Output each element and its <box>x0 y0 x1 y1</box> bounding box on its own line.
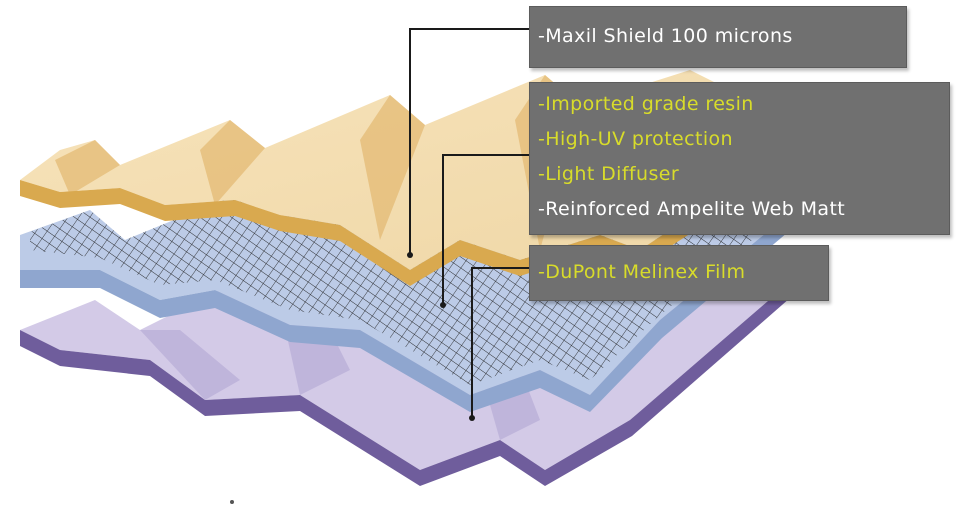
label-line-uv: -High-UV protection <box>538 128 733 150</box>
shield-layer-ridge-3 <box>360 95 425 240</box>
leader-shield <box>409 28 529 255</box>
leader-shield-dot <box>407 252 413 258</box>
resin-layer-edge <box>20 205 800 412</box>
leader-film <box>471 267 529 418</box>
label-line-web-matt: -Reinforced Ampelite Web Matt <box>538 198 846 220</box>
shield-layer-edge <box>20 115 780 286</box>
leader-lines <box>409 28 529 418</box>
label-line: -Maxil Shield 100 microns <box>538 25 793 47</box>
label-resin-group: -Imported grade resin -High-UV protectio… <box>529 82 950 235</box>
label-maxil-shield: -Maxil Shield 100 microns <box>529 6 907 68</box>
leader-dots <box>407 252 475 421</box>
label-dupont-film: -DuPont Melinex Film <box>529 245 829 301</box>
shield-layer-ridge-1 <box>55 140 120 195</box>
film-layer-edge <box>20 282 790 486</box>
film-layer-valley-shade <box>140 282 540 440</box>
leader-resin <box>442 154 529 305</box>
stray-mark <box>230 500 234 504</box>
label-line-resin: -Imported grade resin <box>538 93 754 115</box>
leader-resin-dot <box>440 302 446 308</box>
shield-layer-ridge-2 <box>200 120 265 205</box>
label-line-film: -DuPont Melinex Film <box>538 261 746 283</box>
leader-film-dot <box>469 415 475 421</box>
label-line-diffuser: -Light Diffuser <box>538 163 680 185</box>
